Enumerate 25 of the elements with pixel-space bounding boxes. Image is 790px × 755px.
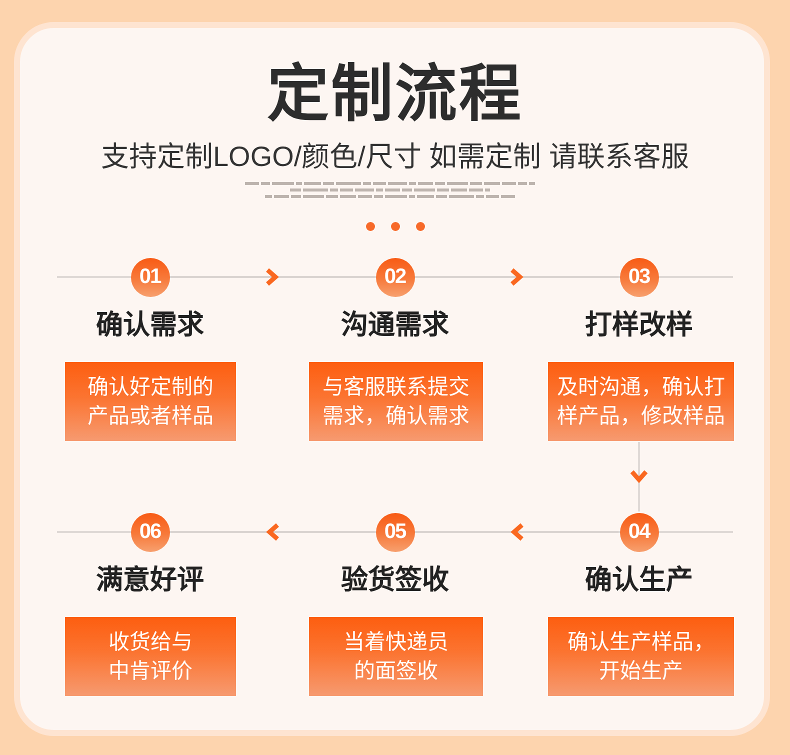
step-description-box	[65, 617, 236, 696]
step-description: 确认生产样品，开始生产	[566, 630, 716, 684]
flow-arrow	[630, 442, 648, 512]
step-description: 当着快递员的面签收	[342, 630, 450, 684]
step-description-box	[309, 617, 483, 696]
step-heading: 确认需求	[95, 308, 205, 340]
subtitle: 支持定制LOGO/颜色/尺寸 如需定制 请联系客服	[100, 140, 690, 174]
step-description: 确认好定制的产品或者样品	[86, 374, 214, 430]
flow-arrow	[170, 522, 374, 542]
step-description-box	[548, 362, 734, 441]
step-heading: 沟通需求	[340, 308, 450, 340]
flow-arrow	[170, 268, 374, 286]
step-description: 及时沟通，确认打样产品，修改样品	[556, 374, 726, 430]
step-description-box	[548, 617, 734, 696]
step-description: 与客服联系提交需求，确认需求	[322, 374, 470, 430]
step-description-box	[309, 362, 483, 441]
step-description-box	[65, 362, 236, 441]
flow-arrow	[416, 522, 618, 542]
page-title: 定制流程	[266, 59, 524, 131]
step-heading: 验货签收	[340, 564, 450, 596]
flow-arrow	[416, 268, 618, 286]
step-heading: 确认生产	[584, 564, 694, 596]
step-heading: 满意好评	[95, 564, 205, 596]
step-description: 收货给与中肯评价	[108, 630, 194, 684]
step-heading: 打样改样	[584, 308, 694, 340]
